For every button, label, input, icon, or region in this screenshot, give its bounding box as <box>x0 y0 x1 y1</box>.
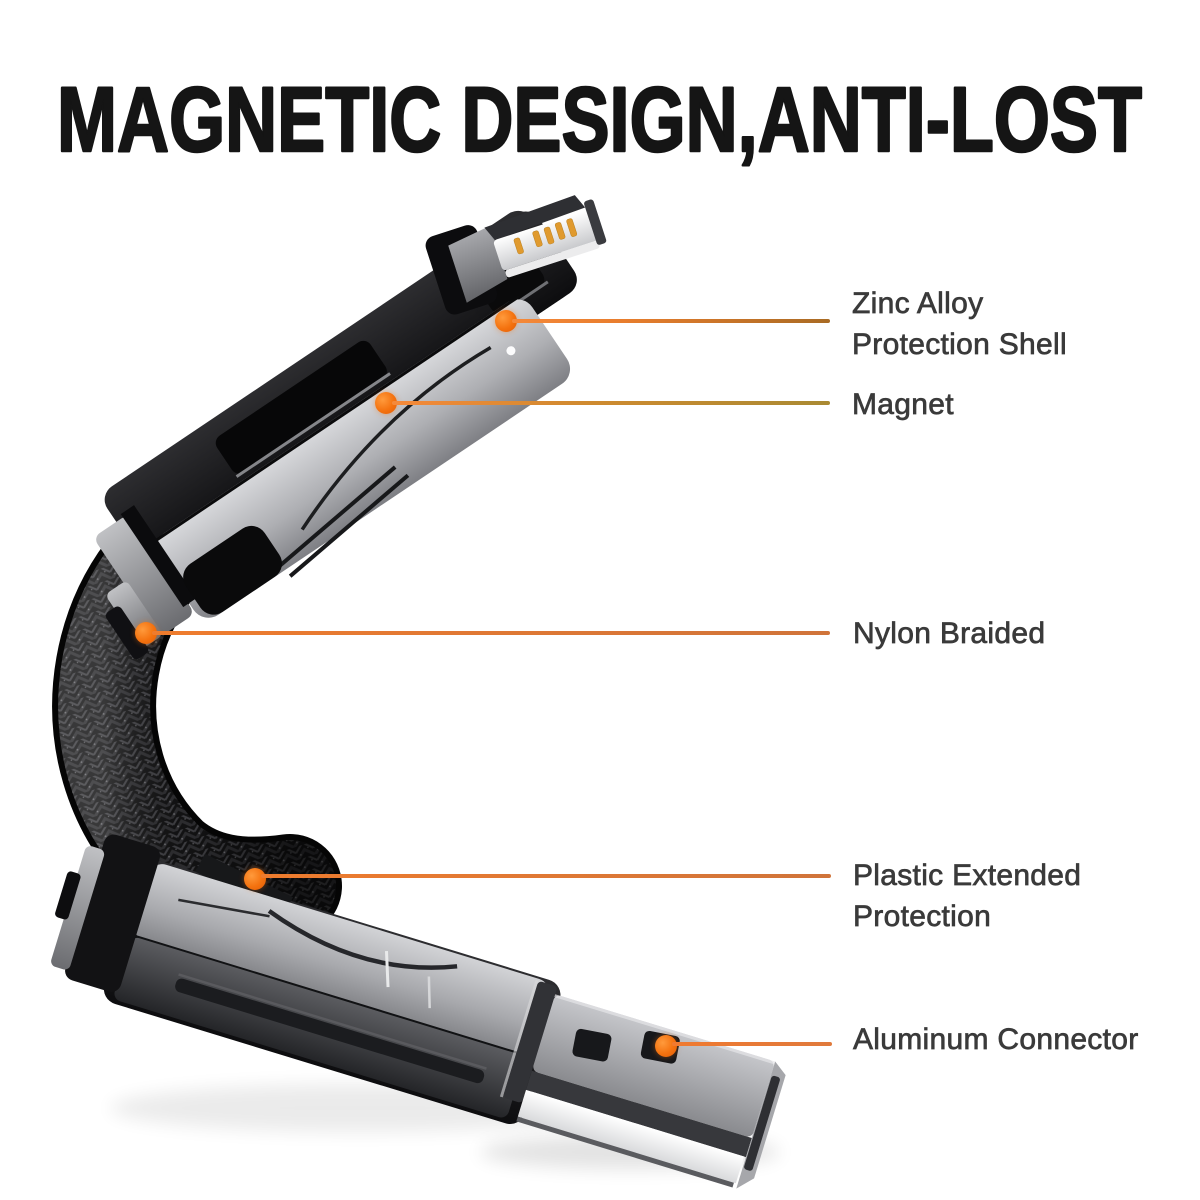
callout-line-aluminum-connector <box>672 1042 832 1046</box>
lightning-connector <box>425 195 607 315</box>
gold-contact-pins <box>513 218 578 255</box>
callout-dot-zinc-alloy <box>495 310 517 332</box>
callout-label-aluminum-connector: Aluminum Connector <box>853 1023 1139 1057</box>
callout-label-magnet: Magnet <box>852 388 954 422</box>
callout-dot-aluminum-connector <box>655 1035 677 1057</box>
zinc-alloy-protection-shell <box>96 210 577 660</box>
callout-line-nylon-braided <box>152 631 830 635</box>
callout-dot-plastic-extended <box>244 868 266 890</box>
usb-a-connector <box>516 994 786 1189</box>
page-title: MAGNETIC DESIGN,ANTI-LOST <box>57 69 1142 171</box>
callout-line-plastic-extended <box>261 874 831 878</box>
callout-line-magnet <box>392 401 830 405</box>
callout-label-zinc-alloy: Zinc Alloy Protection Shell <box>852 287 1067 362</box>
callout-dot-nylon-braided <box>135 622 157 644</box>
bottom-connector-assembly <box>51 834 786 1189</box>
callout-label-plastic-extended: Plastic Extended Protection <box>853 859 1082 934</box>
callout-line-zinc-alloy <box>512 319 830 323</box>
callout-label-nylon-braided: Nylon Braided <box>853 617 1046 651</box>
callout-dot-magnet <box>375 392 397 414</box>
